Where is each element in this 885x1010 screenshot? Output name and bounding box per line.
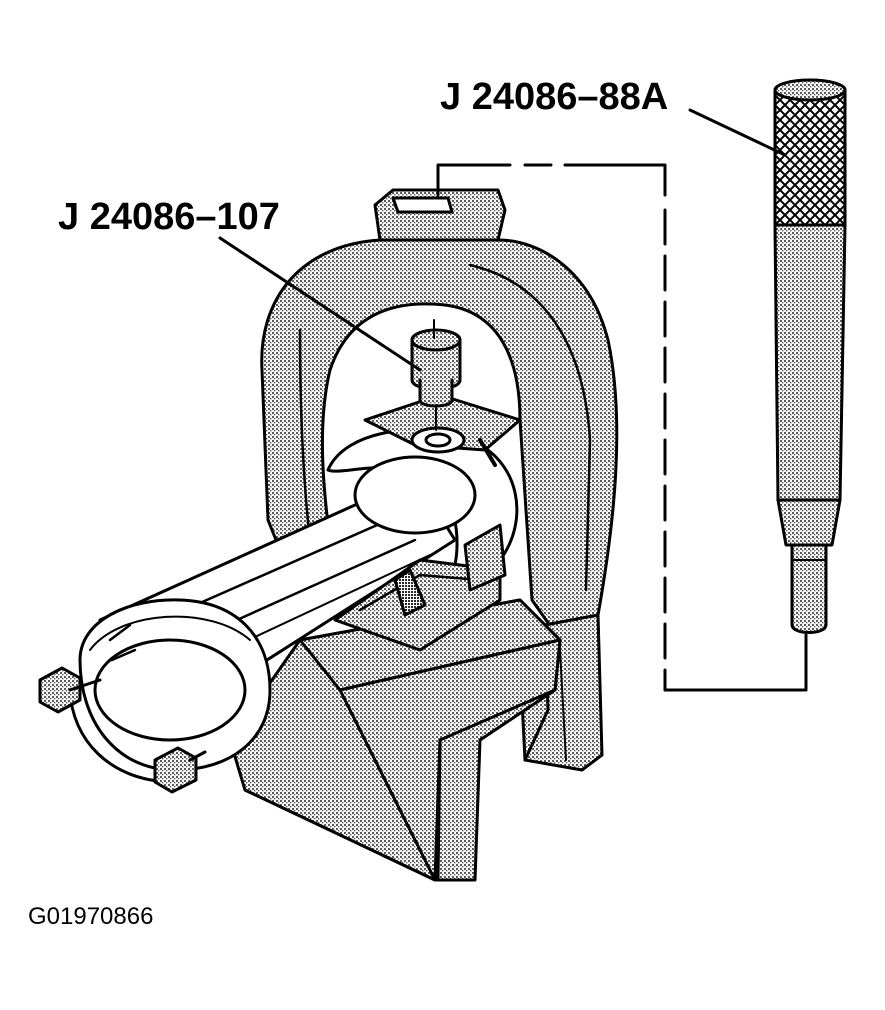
pin-remover-plate <box>363 393 522 467</box>
alignment-line <box>436 163 808 692</box>
leader-line-tool-a <box>688 108 787 157</box>
pilot-tool <box>410 319 462 431</box>
press-frame <box>260 188 619 772</box>
figure-code: G01970866 <box>28 903 154 930</box>
pin-remover-tool <box>773 78 847 634</box>
leader-line-tool-b <box>218 236 422 372</box>
callout-tool-b: J 24086–107 <box>58 196 280 238</box>
v-block-support <box>333 523 507 652</box>
callout-tool-a: J 24086–88A <box>440 76 669 118</box>
